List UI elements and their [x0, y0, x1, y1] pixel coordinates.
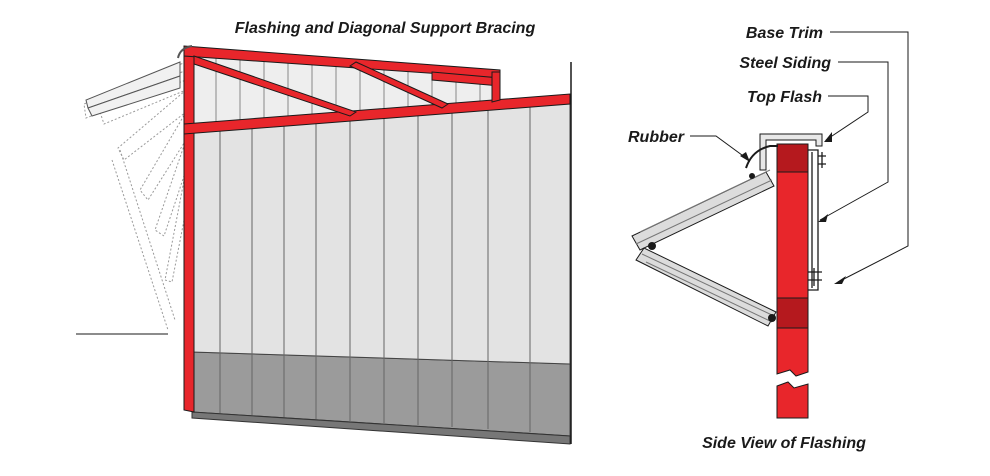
- leader-base-trim: [830, 31, 909, 283]
- post-lower: [776, 381, 809, 419]
- top-flash: [759, 133, 823, 171]
- post-upper: [776, 143, 809, 377]
- leader-top-flash: [825, 95, 869, 141]
- door-siding: [191, 99, 571, 365]
- side-view-diagram: [631, 31, 909, 419]
- base-trim-label: Base Trim: [746, 25, 823, 42]
- rubber-seal: [745, 145, 778, 169]
- siding-ribs: [219, 104, 531, 432]
- rubber-label: Rubber: [628, 129, 685, 146]
- red-frame: [183, 45, 571, 413]
- door-diagram: [76, 45, 572, 445]
- door-lower-panel: [191, 351, 571, 437]
- upper-panel: [631, 169, 775, 251]
- swung-panel: [85, 61, 181, 117]
- bottom-rail: [191, 411, 571, 445]
- steel-siding-label: Steel Siding: [739, 55, 831, 72]
- post-mid-block: [776, 297, 809, 329]
- top-flash-cap: [177, 45, 193, 59]
- leader-lines: [690, 31, 909, 283]
- siding-assembly: [808, 149, 826, 291]
- right-title: Side View of Flashing: [702, 435, 866, 452]
- top-flash-label: Top Flash: [747, 89, 822, 106]
- leader-rubber: [690, 135, 747, 159]
- leader-steel-siding: [819, 61, 889, 221]
- arrowheads: [740, 132, 846, 284]
- lower-panel: [635, 247, 777, 327]
- post-cap: [776, 143, 809, 173]
- left-title: Flashing and Diagonal Support Bracing: [235, 20, 536, 37]
